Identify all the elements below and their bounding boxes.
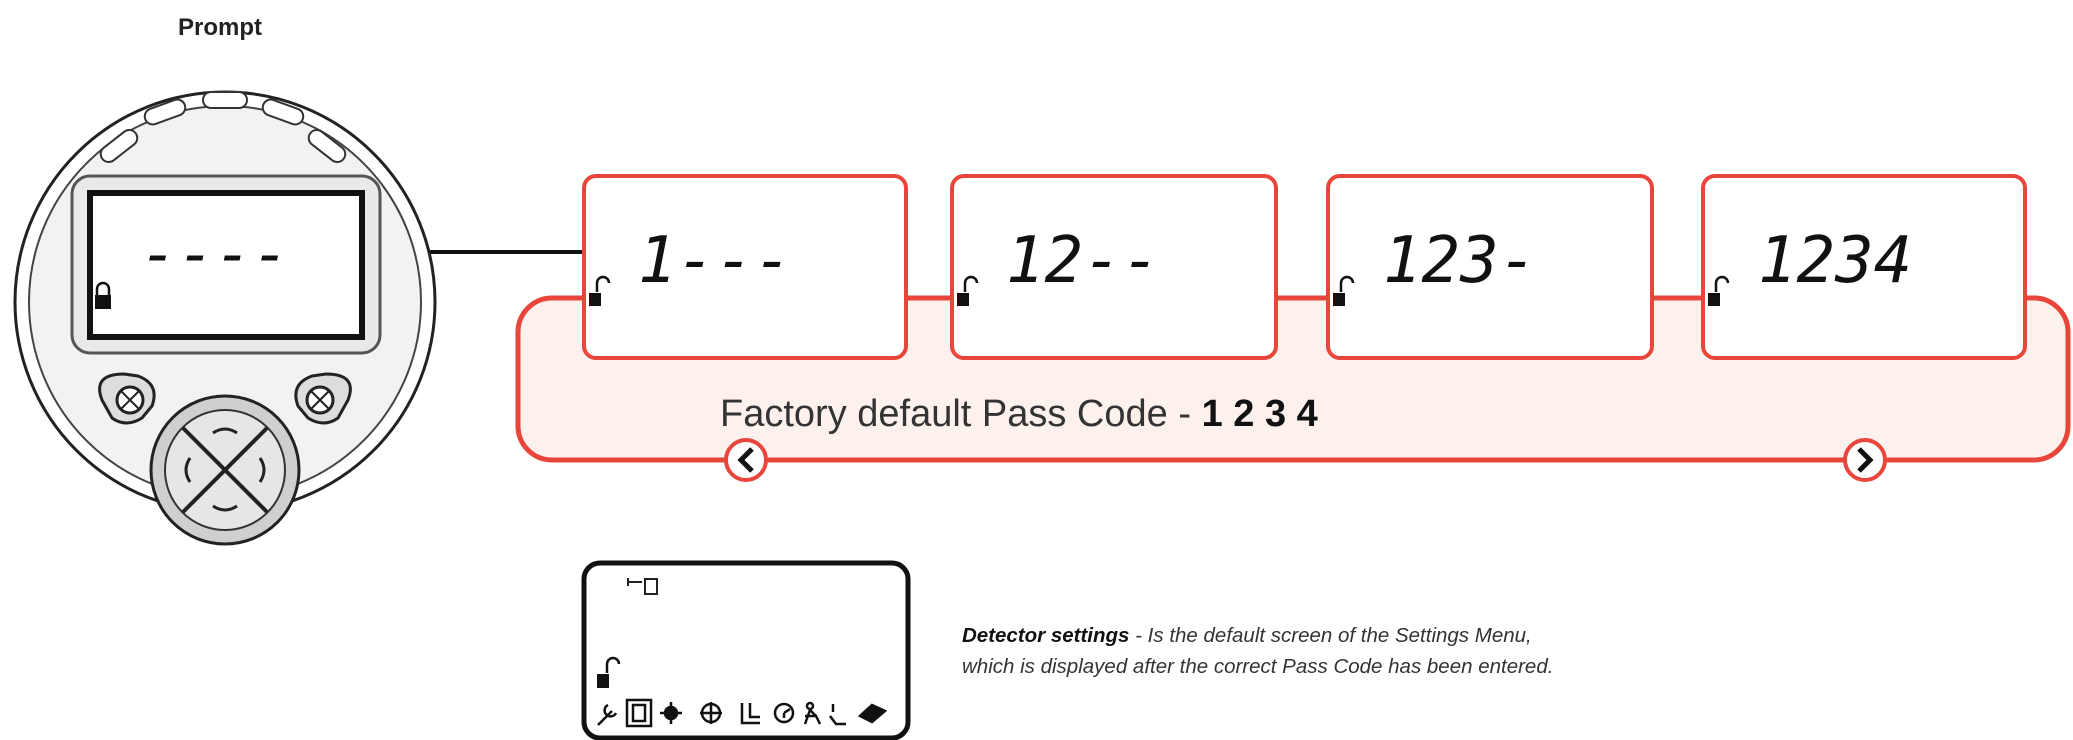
description-title: Detector settings [962, 624, 1130, 647]
settings-menu-icons [597, 698, 888, 728]
detector-device: ---- [13, 90, 437, 546]
person-icon[interactable] [803, 701, 822, 725]
nav-left-button[interactable] [724, 438, 768, 482]
led-2 [143, 98, 187, 126]
bell-icon[interactable] [857, 703, 888, 724]
clock-icon[interactable] [773, 702, 795, 724]
detector-icon[interactable] [625, 698, 653, 728]
sequence-screen-3: 123- [1326, 174, 1654, 360]
navigation-pad[interactable] [149, 394, 301, 546]
detector-inner [631, 703, 647, 723]
led-indicators [99, 91, 347, 164]
bracket-icon[interactable] [740, 703, 760, 725]
chevron-left-icon[interactable] [737, 447, 754, 473]
open-padlock-icon [1333, 275, 1355, 306]
description-line-1: Detector settings - Is the default scree… [962, 620, 1553, 651]
closed-padlock-icon [95, 281, 111, 309]
sequence-screen-1: 1--- [582, 174, 908, 360]
sun-icon[interactable] [660, 702, 682, 724]
sequence-screen-2: 12-- [950, 174, 1278, 360]
open-padlock-icon [589, 275, 611, 306]
screen-4-text: 1234 [1758, 224, 1912, 298]
pad-up-icon[interactable] [212, 427, 238, 435]
pad-down-icon[interactable] [212, 504, 238, 512]
led-1 [99, 128, 139, 164]
screen-3-text: 123- [1383, 224, 1537, 298]
wrench-icon[interactable] [597, 703, 618, 726]
settings-screen [581, 560, 911, 740]
description-text: - Is the default screen of the Settings … [1129, 624, 1532, 647]
screen-2-text: 12-- [1006, 224, 1160, 298]
device-display [87, 190, 365, 340]
crosshair-icon[interactable] [700, 702, 722, 724]
left-side-button[interactable] [98, 372, 156, 425]
passcode-caption: Factory default Pass Code - 1 2 3 4 [720, 393, 1318, 436]
level-icon[interactable] [829, 704, 846, 726]
description-block: Detector settings - Is the default scree… [962, 620, 1553, 682]
chevron-right-icon[interactable] [1857, 447, 1874, 473]
open-padlock-icon [957, 275, 979, 306]
caption-prefix: Factory default Pass Code - [720, 393, 1202, 435]
sequence-screen-4: 1234 [1701, 174, 2027, 360]
prompt-label: Prompt [178, 14, 262, 41]
pad-right-icon[interactable] [258, 457, 266, 483]
pad-left-icon[interactable] [184, 457, 192, 483]
description-line-2: which is displayed after the correct Pas… [962, 655, 1554, 678]
caption-code: 1 2 3 4 [1201, 393, 1318, 435]
led-3 [202, 91, 248, 109]
right-side-button[interactable] [294, 372, 352, 425]
detector-indicator-icon [627, 578, 658, 595]
led-4 [261, 98, 305, 126]
open-padlock-icon [597, 656, 621, 688]
device-display-text: ---- [140, 217, 289, 290]
nav-right-button[interactable] [1843, 438, 1887, 482]
open-padlock-icon [1708, 275, 1730, 306]
screen-1-text: 1--- [638, 224, 792, 298]
led-5 [307, 128, 347, 164]
